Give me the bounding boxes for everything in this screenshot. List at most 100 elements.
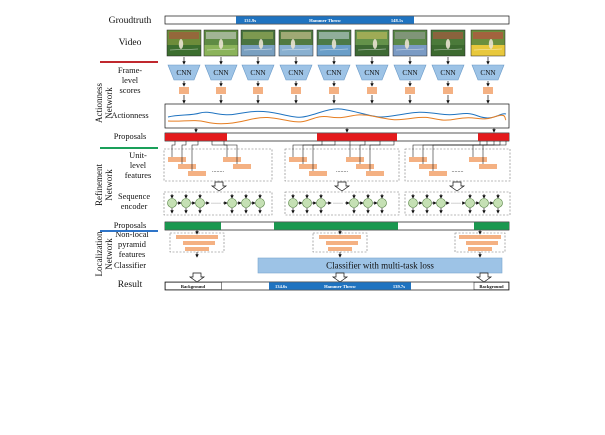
- proposal-green-1: [165, 222, 221, 230]
- result-right-label: Background: [479, 284, 504, 289]
- row-label-frame-3: scores: [120, 86, 141, 95]
- sequence-encoder-group: [404, 191, 511, 216]
- sequence-encoder: ···············: [163, 191, 511, 216]
- unit-feature-group: [404, 148, 511, 182]
- cnn-label: CNN: [326, 69, 342, 77]
- encoder-node: [227, 198, 237, 208]
- cnn-trapezoid-icon: CNN: [431, 64, 465, 81]
- frame-score-box: [253, 87, 263, 94]
- pyramid-level: [466, 241, 498, 245]
- fat-down-arrow-icon: [475, 272, 493, 283]
- nonlocal-pyramid-features: [169, 230, 506, 258]
- unit-feature-group: [284, 148, 400, 182]
- encoder-node: [349, 198, 359, 208]
- proposal-to-unit-connector: [312, 141, 351, 171]
- cnn-label: CNN: [213, 69, 229, 77]
- video-frame-icon: [203, 29, 239, 57]
- pyramid-level: [176, 235, 218, 239]
- frame-score-box: [329, 87, 339, 94]
- encoder-node: [195, 198, 205, 208]
- row-label-proposals: Proposals: [114, 132, 147, 141]
- pyramid-level: [468, 247, 492, 251]
- cnn-trapezoid-icon: CNN: [471, 64, 505, 81]
- fat-down-arrow-icon: [331, 272, 349, 283]
- ellipsis: ........: [452, 168, 465, 174]
- row-label-frame-2: level: [122, 76, 139, 85]
- frame-score-box: [216, 87, 226, 94]
- cnn-trapezoid-icon: CNN: [241, 64, 275, 81]
- pyramid-level: [459, 235, 501, 239]
- proposals-bar: [164, 132, 510, 142]
- proposal-to-unit-connector: [181, 141, 187, 164]
- encoder-node: [181, 198, 191, 208]
- unit-feature-box: [299, 164, 317, 169]
- frame-score-box: [443, 87, 453, 94]
- result-label: Hammer Throw: [324, 284, 356, 289]
- cnn-label: CNN: [250, 69, 266, 77]
- pyramid-level: [183, 241, 215, 245]
- row-label-nonlocal-3: features: [119, 250, 146, 259]
- proposal-to-unit-connector: [482, 141, 507, 164]
- row-label-nonlocal-1: Non-local: [115, 230, 149, 239]
- proposal-to-unit-connector: [369, 141, 395, 171]
- cnn-trapezoid-icon: CNN: [355, 64, 389, 81]
- groundtruth-end: 148.1s: [391, 18, 403, 23]
- proposal-green-2: [274, 222, 398, 230]
- unit-feature-box: [233, 164, 251, 169]
- cnn-trapezoid-icon: CNN: [393, 64, 427, 81]
- video-frames: [166, 29, 506, 65]
- cnn-label: CNN: [364, 69, 380, 77]
- proposal-red-1: [165, 133, 227, 141]
- unit-feature-box: [366, 171, 384, 176]
- frame-score-box: [367, 87, 377, 94]
- video-frame-icon: [470, 29, 506, 57]
- unit-feature-box: [429, 171, 447, 176]
- encoder-node: [316, 198, 326, 208]
- video-frame-icon: [166, 29, 202, 57]
- unit-level-features: ........................: [163, 128, 511, 192]
- actionness-curve-orange: [167, 114, 507, 125]
- proposal-to-unit-connector: [171, 141, 176, 157]
- svg-text:Localization: Localization: [94, 231, 104, 276]
- row-label-unit-3: features: [125, 171, 152, 180]
- proposal-to-unit-connector: [349, 141, 366, 157]
- encoder-node: [493, 198, 503, 208]
- unit-feature-box: [419, 164, 437, 169]
- ellipsis: ·····: [211, 201, 221, 207]
- encoder-node: [422, 198, 432, 208]
- section-refinement-network: Refinement Network: [94, 164, 114, 206]
- cnn-label: CNN: [480, 69, 496, 77]
- encoder-node: [167, 198, 177, 208]
- encoder-node: [465, 198, 475, 208]
- video-frame-icon: [392, 29, 428, 57]
- fat-down-arrow-icon: [448, 181, 466, 192]
- svg-text:Network: Network: [104, 238, 114, 270]
- row-label-unit-1: Unit-: [129, 151, 147, 160]
- pyramid-level: [319, 235, 361, 239]
- proposal-to-unit-connector: [223, 141, 238, 164]
- classifier-box: Classifier with multi-task loss: [257, 257, 503, 274]
- unit-feature-box: [309, 171, 327, 176]
- pyramid-level: [328, 247, 352, 251]
- row-label-groundtruth: Groudtruth: [109, 15, 152, 26]
- frame-score-row: [179, 87, 493, 104]
- section-actionness-network: Actionness Network: [94, 83, 114, 123]
- groundtruth-start: 131.9s: [244, 18, 256, 23]
- actionness-curve-blue: [167, 108, 507, 119]
- unit-feature-box: [188, 171, 206, 176]
- unit-feature-box: [168, 157, 186, 162]
- video-frame-icon: [240, 29, 276, 57]
- encoder-node: [436, 198, 446, 208]
- unit-feature-box: [469, 157, 487, 162]
- frame-score-box: [291, 87, 301, 94]
- row-label-seq-1: Sequence: [118, 192, 150, 201]
- proposal-to-unit-connector: [432, 141, 495, 171]
- classifier-output-arrows: [188, 272, 493, 283]
- unit-feature-box: [223, 157, 241, 162]
- sequence-encoder-group: [284, 191, 400, 216]
- ellipsis: ........: [336, 168, 349, 174]
- row-label-classifier: Classifier: [114, 261, 146, 270]
- ellipsis: ·····: [333, 201, 343, 207]
